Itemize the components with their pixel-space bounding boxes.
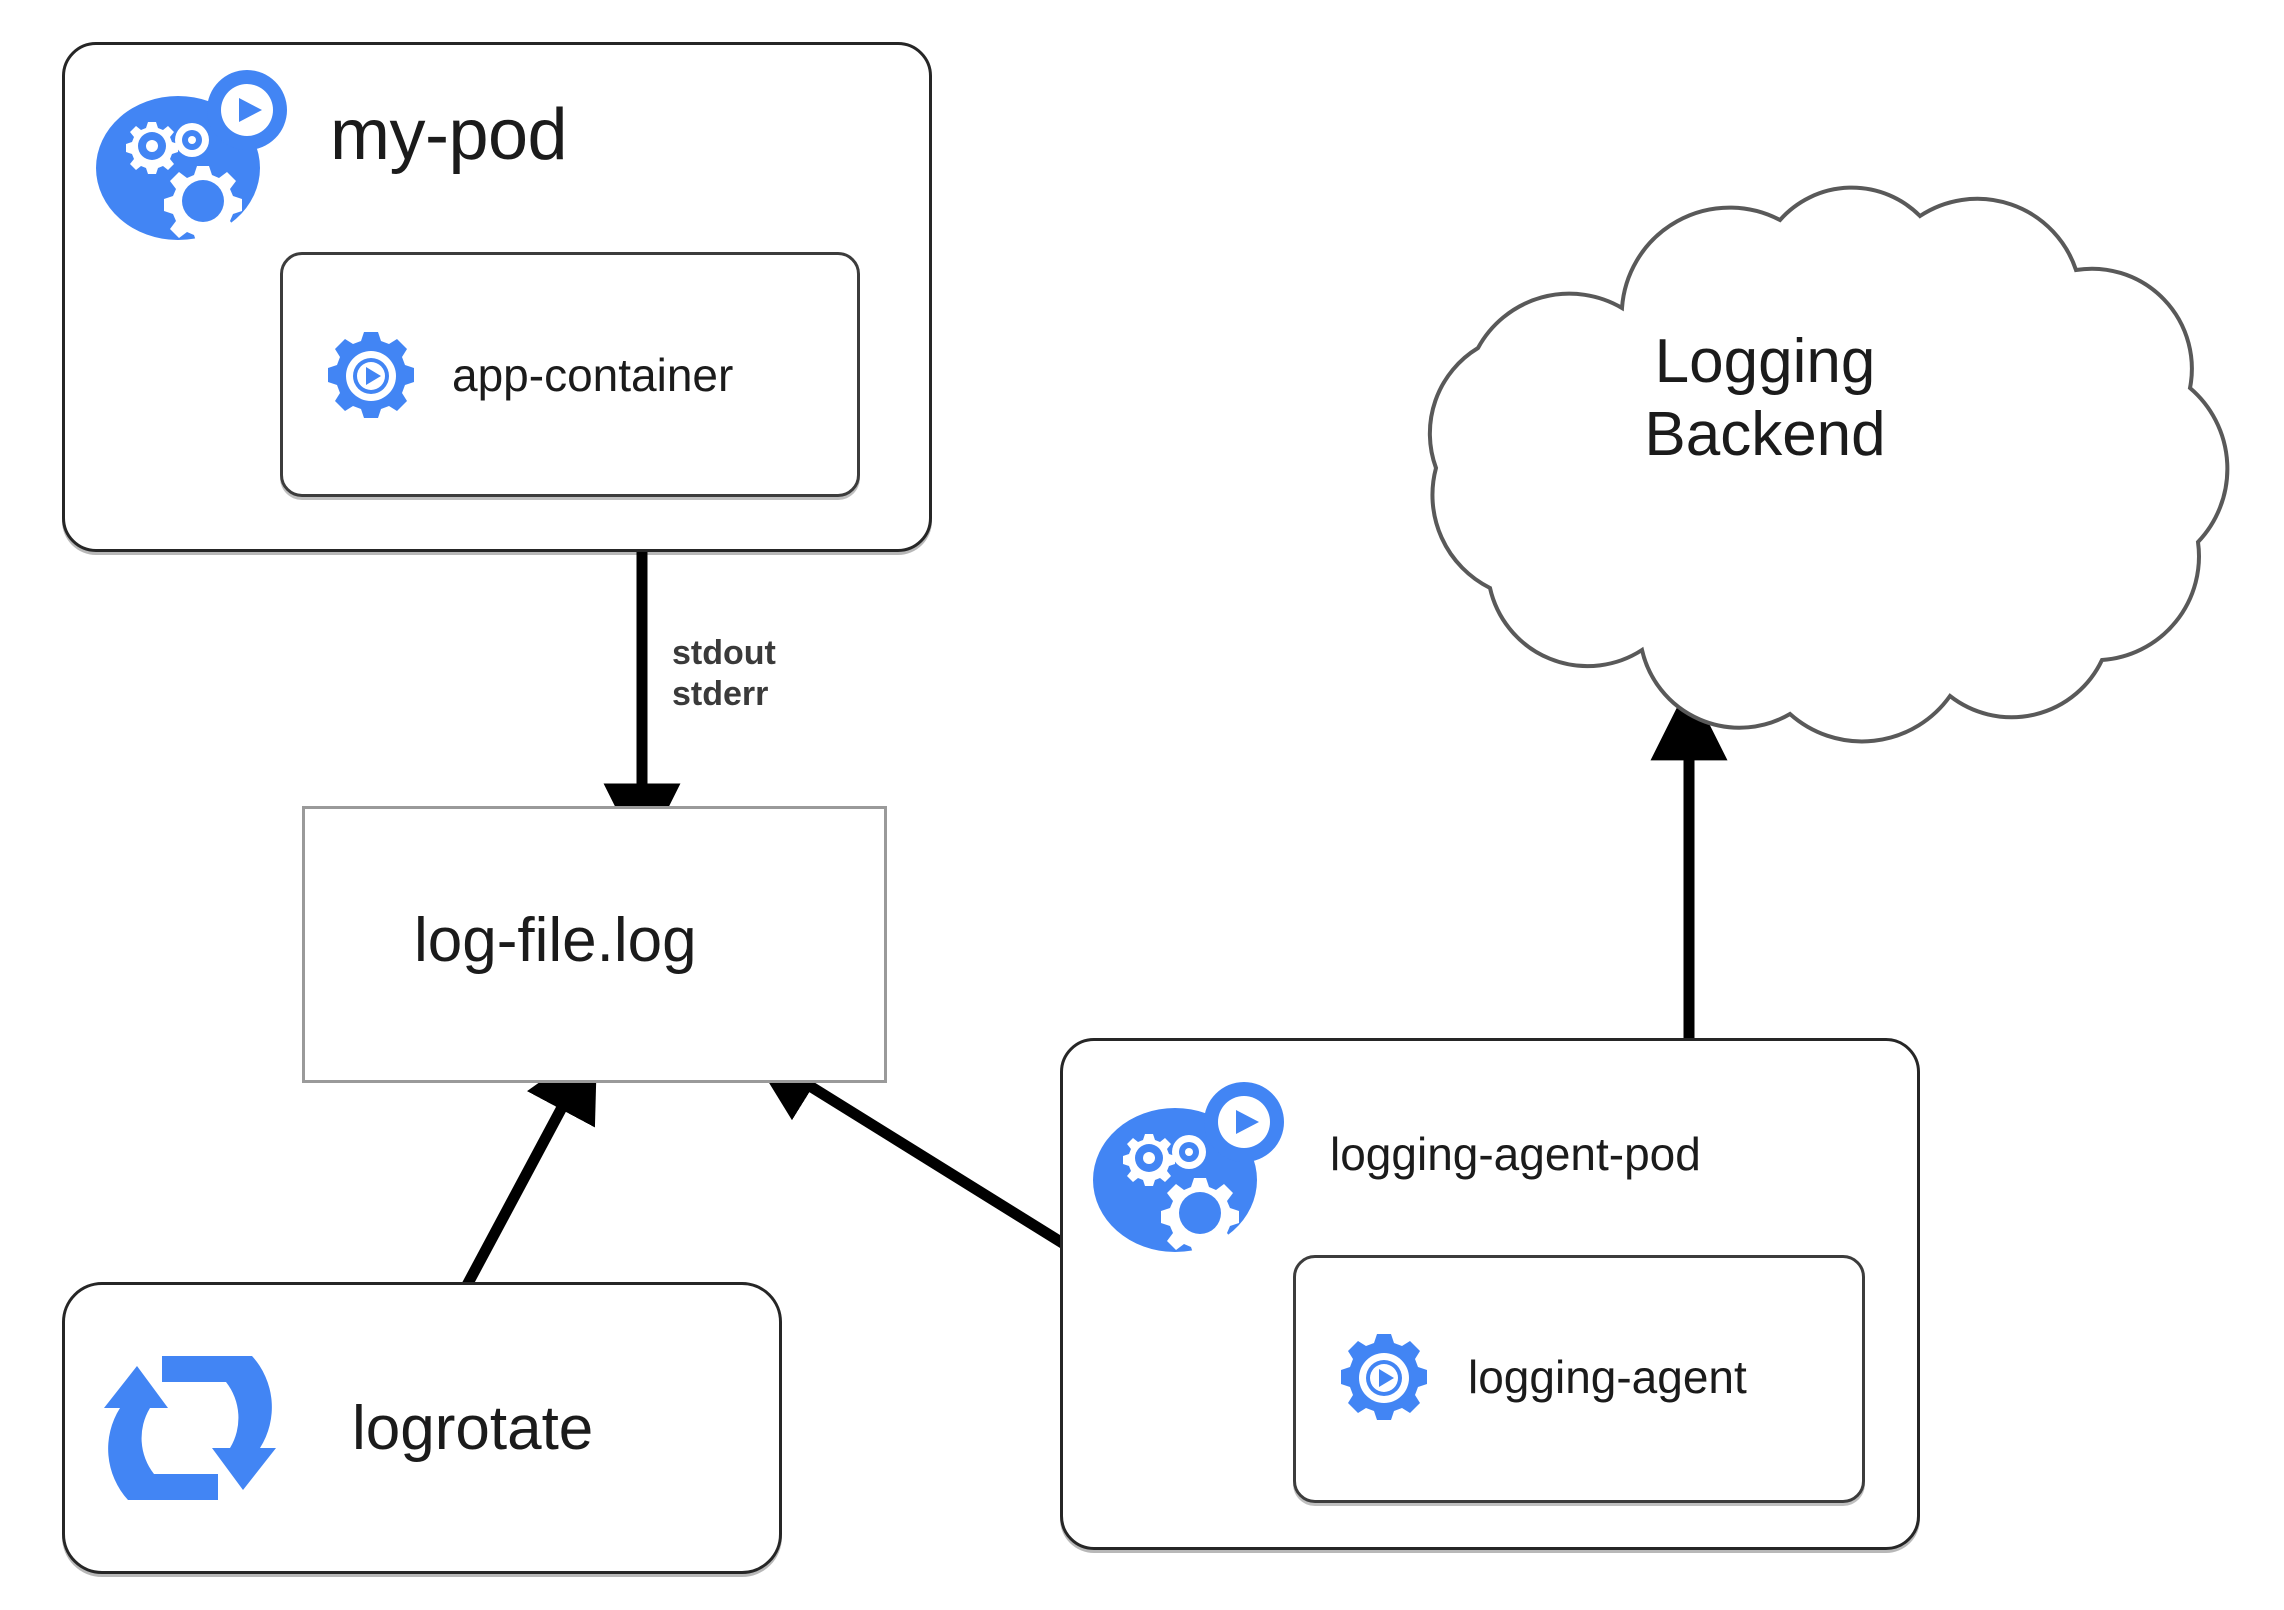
recycle-rotate-icon <box>100 1338 280 1518</box>
node-logrotate-label: logrotate <box>352 1394 594 1463</box>
kubernetes-pod-icon <box>95 68 290 244</box>
container-gear-play-icon <box>1338 1332 1430 1424</box>
node-log-file-label: log-file.log <box>414 906 697 975</box>
node-log-file[interactable] <box>302 806 887 1083</box>
container-gear-play-icon <box>325 330 417 422</box>
node-logging-agent-label: logging-agent <box>1468 1351 1747 1403</box>
node-logging-backend[interactable] <box>1360 150 2260 750</box>
node-app-container-label: app-container <box>452 349 734 401</box>
kubernetes-pod-icon <box>1092 1080 1287 1256</box>
node-logrotate[interactable] <box>62 1282 782 1574</box>
node-my-pod-label: my-pod <box>330 95 568 175</box>
node-logging-backend-label: Logging Backend <box>1644 327 1886 470</box>
node-logging-agent-pod-label: logging-agent-pod <box>1330 1128 1701 1180</box>
edge-label-stdout-stderr: stdout stderr <box>672 634 776 714</box>
